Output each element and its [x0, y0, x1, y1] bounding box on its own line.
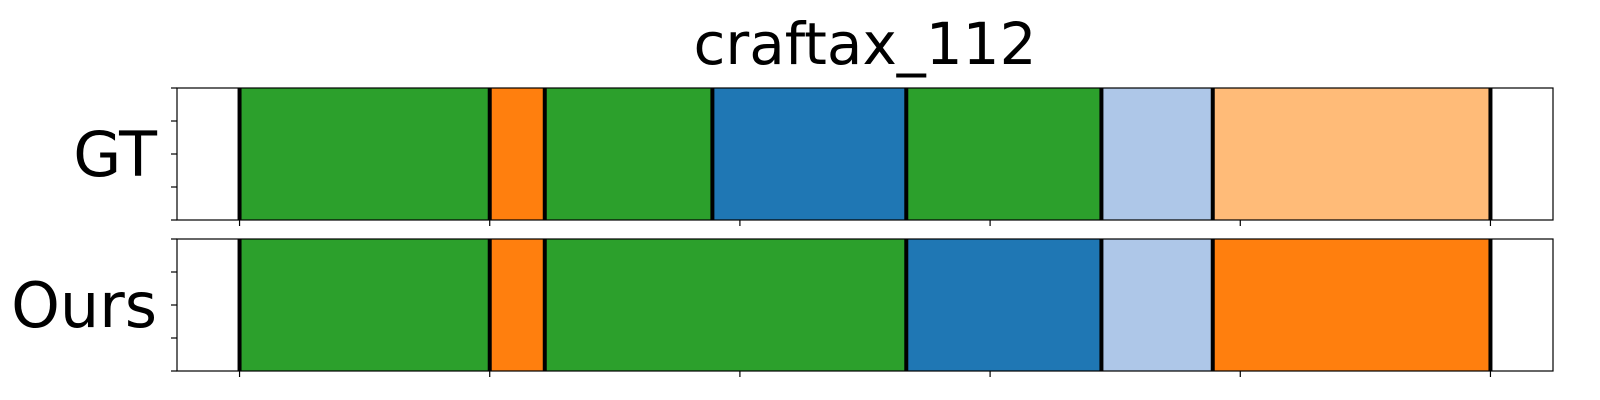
- segment-ours-4: [1101, 239, 1213, 371]
- segment-gt-1: [489, 88, 545, 220]
- segment-ours-3: [906, 239, 1102, 371]
- segment-ours-1: [489, 239, 545, 371]
- segment-gt-2: [544, 88, 713, 220]
- row-label-gt: GT: [73, 118, 158, 191]
- segment-ours-5: [1212, 239, 1491, 371]
- segment-gt-3: [712, 88, 907, 220]
- segment-gt-4: [906, 88, 1102, 220]
- row-ours: Ours: [11, 238, 1554, 377]
- rows-layer: GT Ours: [11, 87, 1554, 377]
- row-gt: GT: [73, 87, 1554, 226]
- segment-gt-5: [1101, 88, 1213, 220]
- segment-ours-0: [239, 239, 490, 371]
- segment-gt-6: [1212, 88, 1491, 220]
- row-label-ours: Ours: [11, 269, 157, 342]
- chart-title: craftax_112: [694, 10, 1037, 78]
- segment-ours-2: [544, 239, 907, 371]
- segment-gt-0: [239, 88, 490, 220]
